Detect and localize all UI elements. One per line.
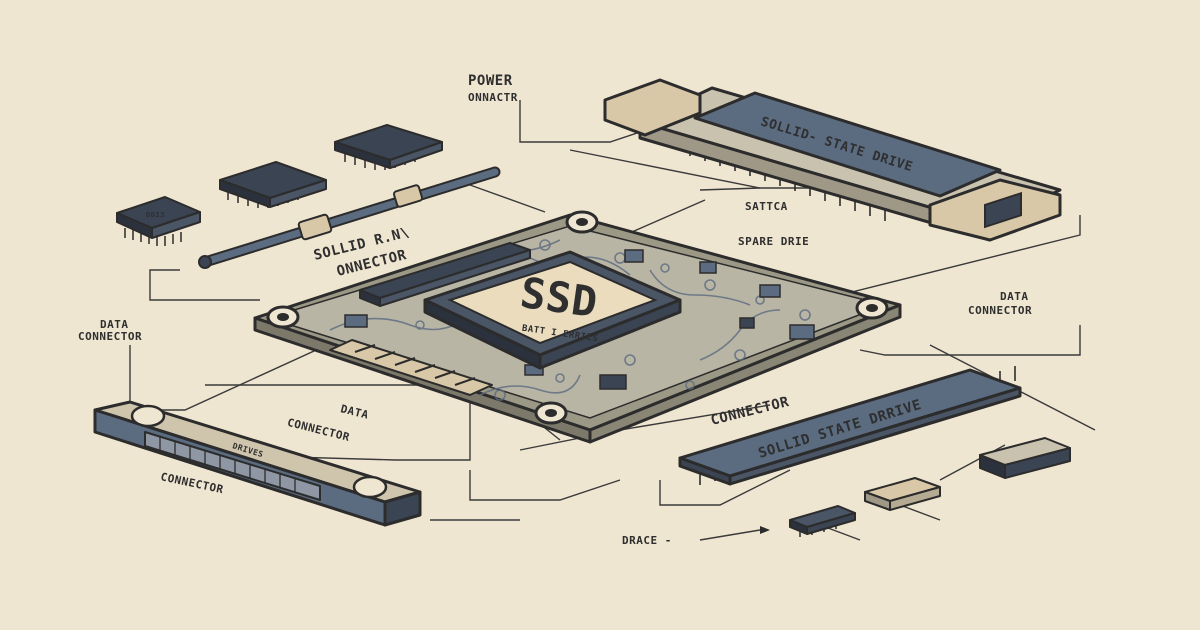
svg-text:CONNECTOR: CONNECTOR xyxy=(78,330,142,343)
pcb-traces xyxy=(329,239,811,401)
ic-chip-small-1: DDI3 xyxy=(116,196,201,246)
svg-text:CONNECTOR: CONNECTOR xyxy=(968,304,1032,317)
cable-connector xyxy=(198,166,501,269)
ic-chip-small-2 xyxy=(219,161,327,208)
svg-text:CONNECTOR: CONNECTOR xyxy=(286,416,351,444)
edge-connector xyxy=(329,339,493,396)
pcb-board: SSD BATT I ERRIES xyxy=(253,210,902,444)
label-connector-mid: CONNECTOR xyxy=(709,394,791,429)
ssd-module-top: SOLLID- STATE DRIVE xyxy=(603,78,1062,242)
label-data-connector-center: DATA CONNECTOR xyxy=(286,402,370,444)
ic-chip-small-3 xyxy=(334,124,443,170)
component-small-chip xyxy=(789,505,856,537)
label-data-connector-left: DATA CONNECTOR xyxy=(78,318,142,343)
small-components xyxy=(344,249,815,390)
dram-chip xyxy=(359,242,531,307)
mounting-holes xyxy=(266,210,889,425)
chip-title: SSD xyxy=(517,268,600,327)
label-connector-bottom-left: CONNECTOR xyxy=(159,470,224,496)
chip-small-text: DDI3 xyxy=(146,211,165,219)
label-data-connector-right: DATA CONNECTOR xyxy=(968,290,1032,317)
svg-text:DATA: DATA xyxy=(100,318,129,331)
label-drace: DRACE - xyxy=(622,534,672,547)
label-spare-drive: SPARE DRIE xyxy=(738,235,809,248)
svg-text:ONNACTR: ONNACTR xyxy=(468,91,518,104)
svg-text:POWER: POWER xyxy=(468,73,513,89)
label-sattca: SATTCA xyxy=(745,200,788,213)
svg-text:DATA: DATA xyxy=(339,402,370,422)
connector-plate: DRIVES xyxy=(93,400,422,527)
component-resistor xyxy=(864,477,941,511)
label-power-connector: POWER ONNACTR xyxy=(468,73,518,104)
ssd-controller-chip: SSD BATT I ERRIES xyxy=(423,250,682,370)
component-block xyxy=(979,437,1071,479)
svg-text:DATA: DATA xyxy=(1000,290,1029,303)
